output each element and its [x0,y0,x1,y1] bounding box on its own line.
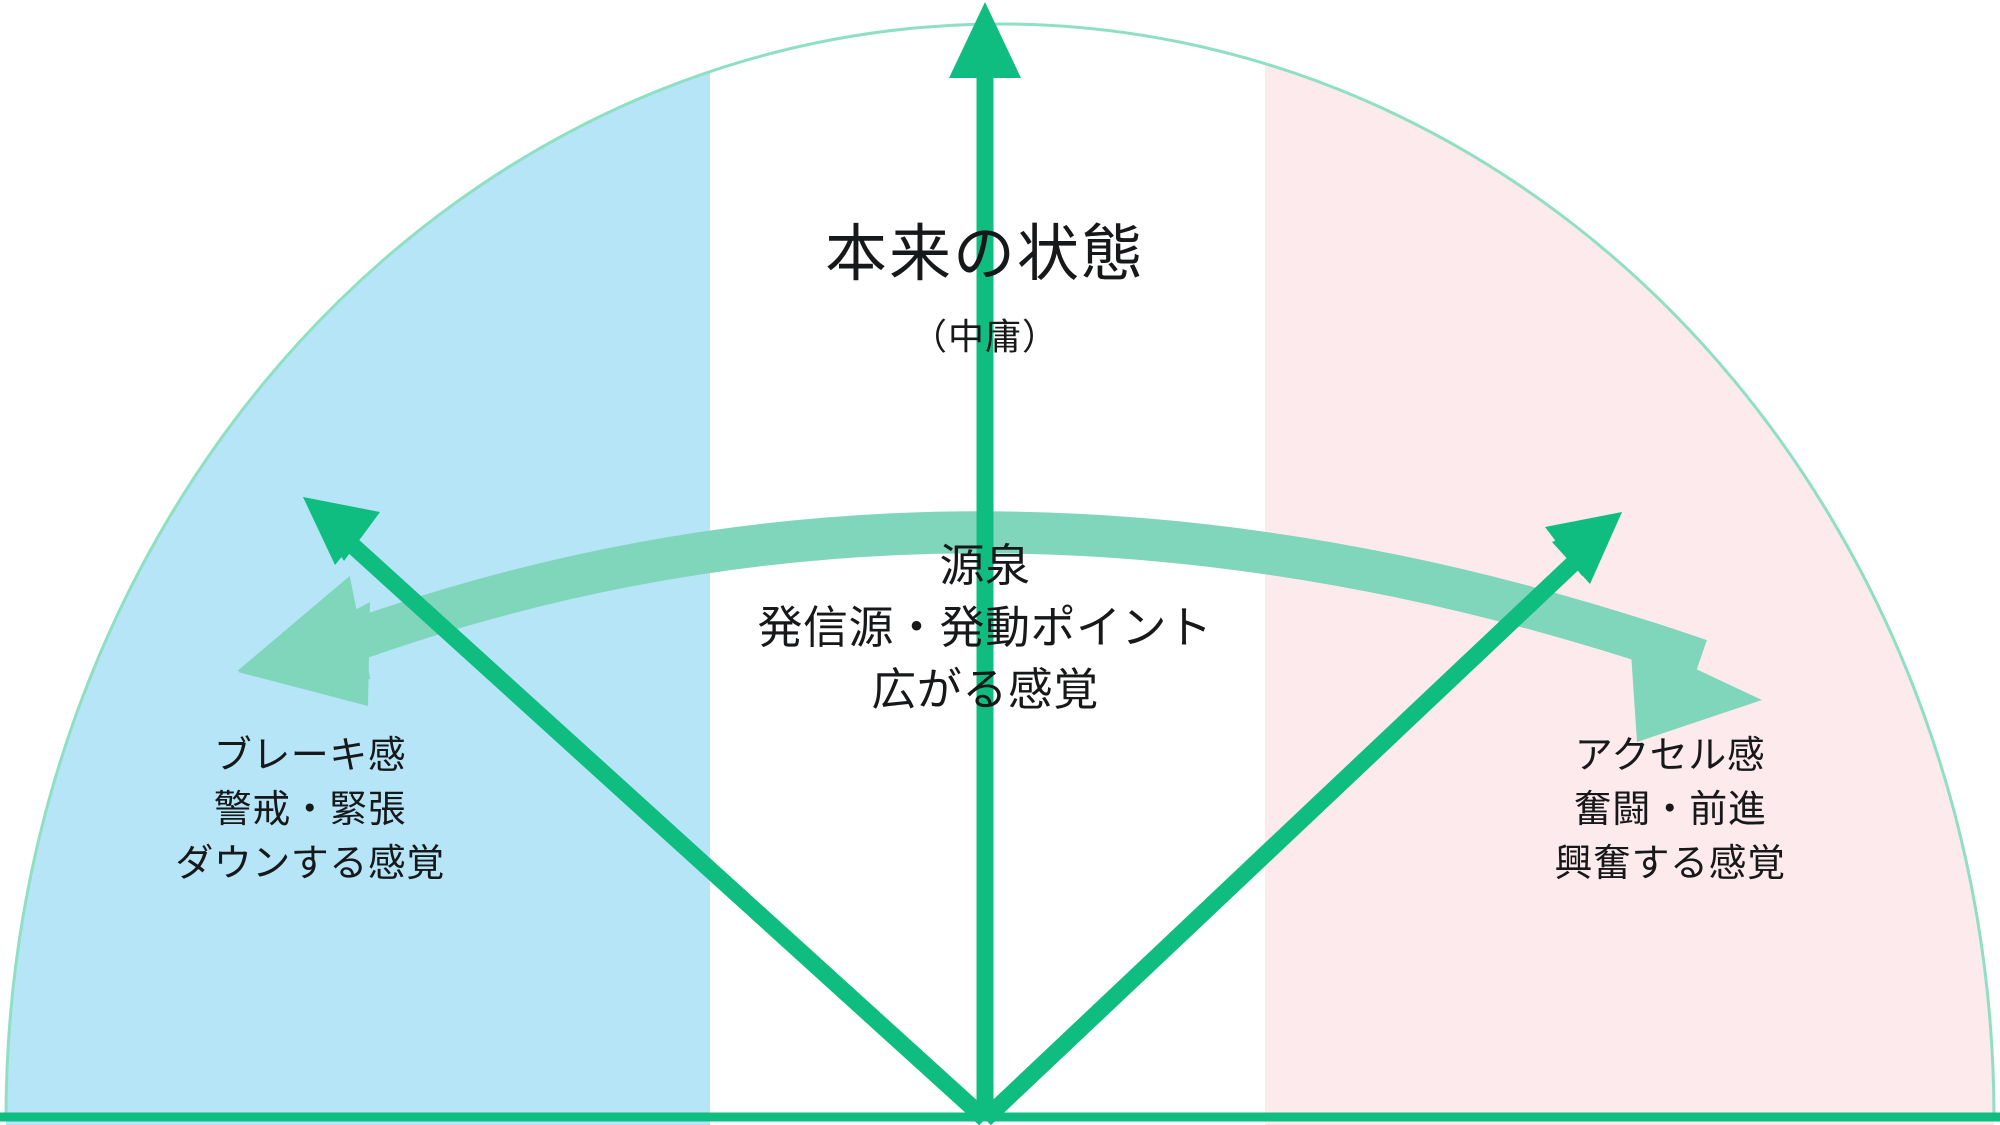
title-sub-text: （中庸） [910,317,1059,358]
upward-right-diagonal-arrow [979,512,1622,1125]
left-brake-label: ブレーキ感 警戒・緊張 ダウンする感覚 [175,735,445,885]
right-accel-label: アクセル感 奮闘・前進 興奮する感覚 [1554,735,1786,885]
upward-arrow-center [949,2,1021,1119]
dome-arc-outline [4,22,1996,1119]
double-headed-arc-arrow [237,511,1762,742]
center-source-label: 源泉 発信源・発動ポイント 広がる感覚 [757,541,1213,716]
title-main-text: 本来の状態 [824,221,1145,290]
upward-left-diagonal-arrow [303,497,991,1125]
page-title: 本来の状態 （中庸） [700,200,1270,383]
